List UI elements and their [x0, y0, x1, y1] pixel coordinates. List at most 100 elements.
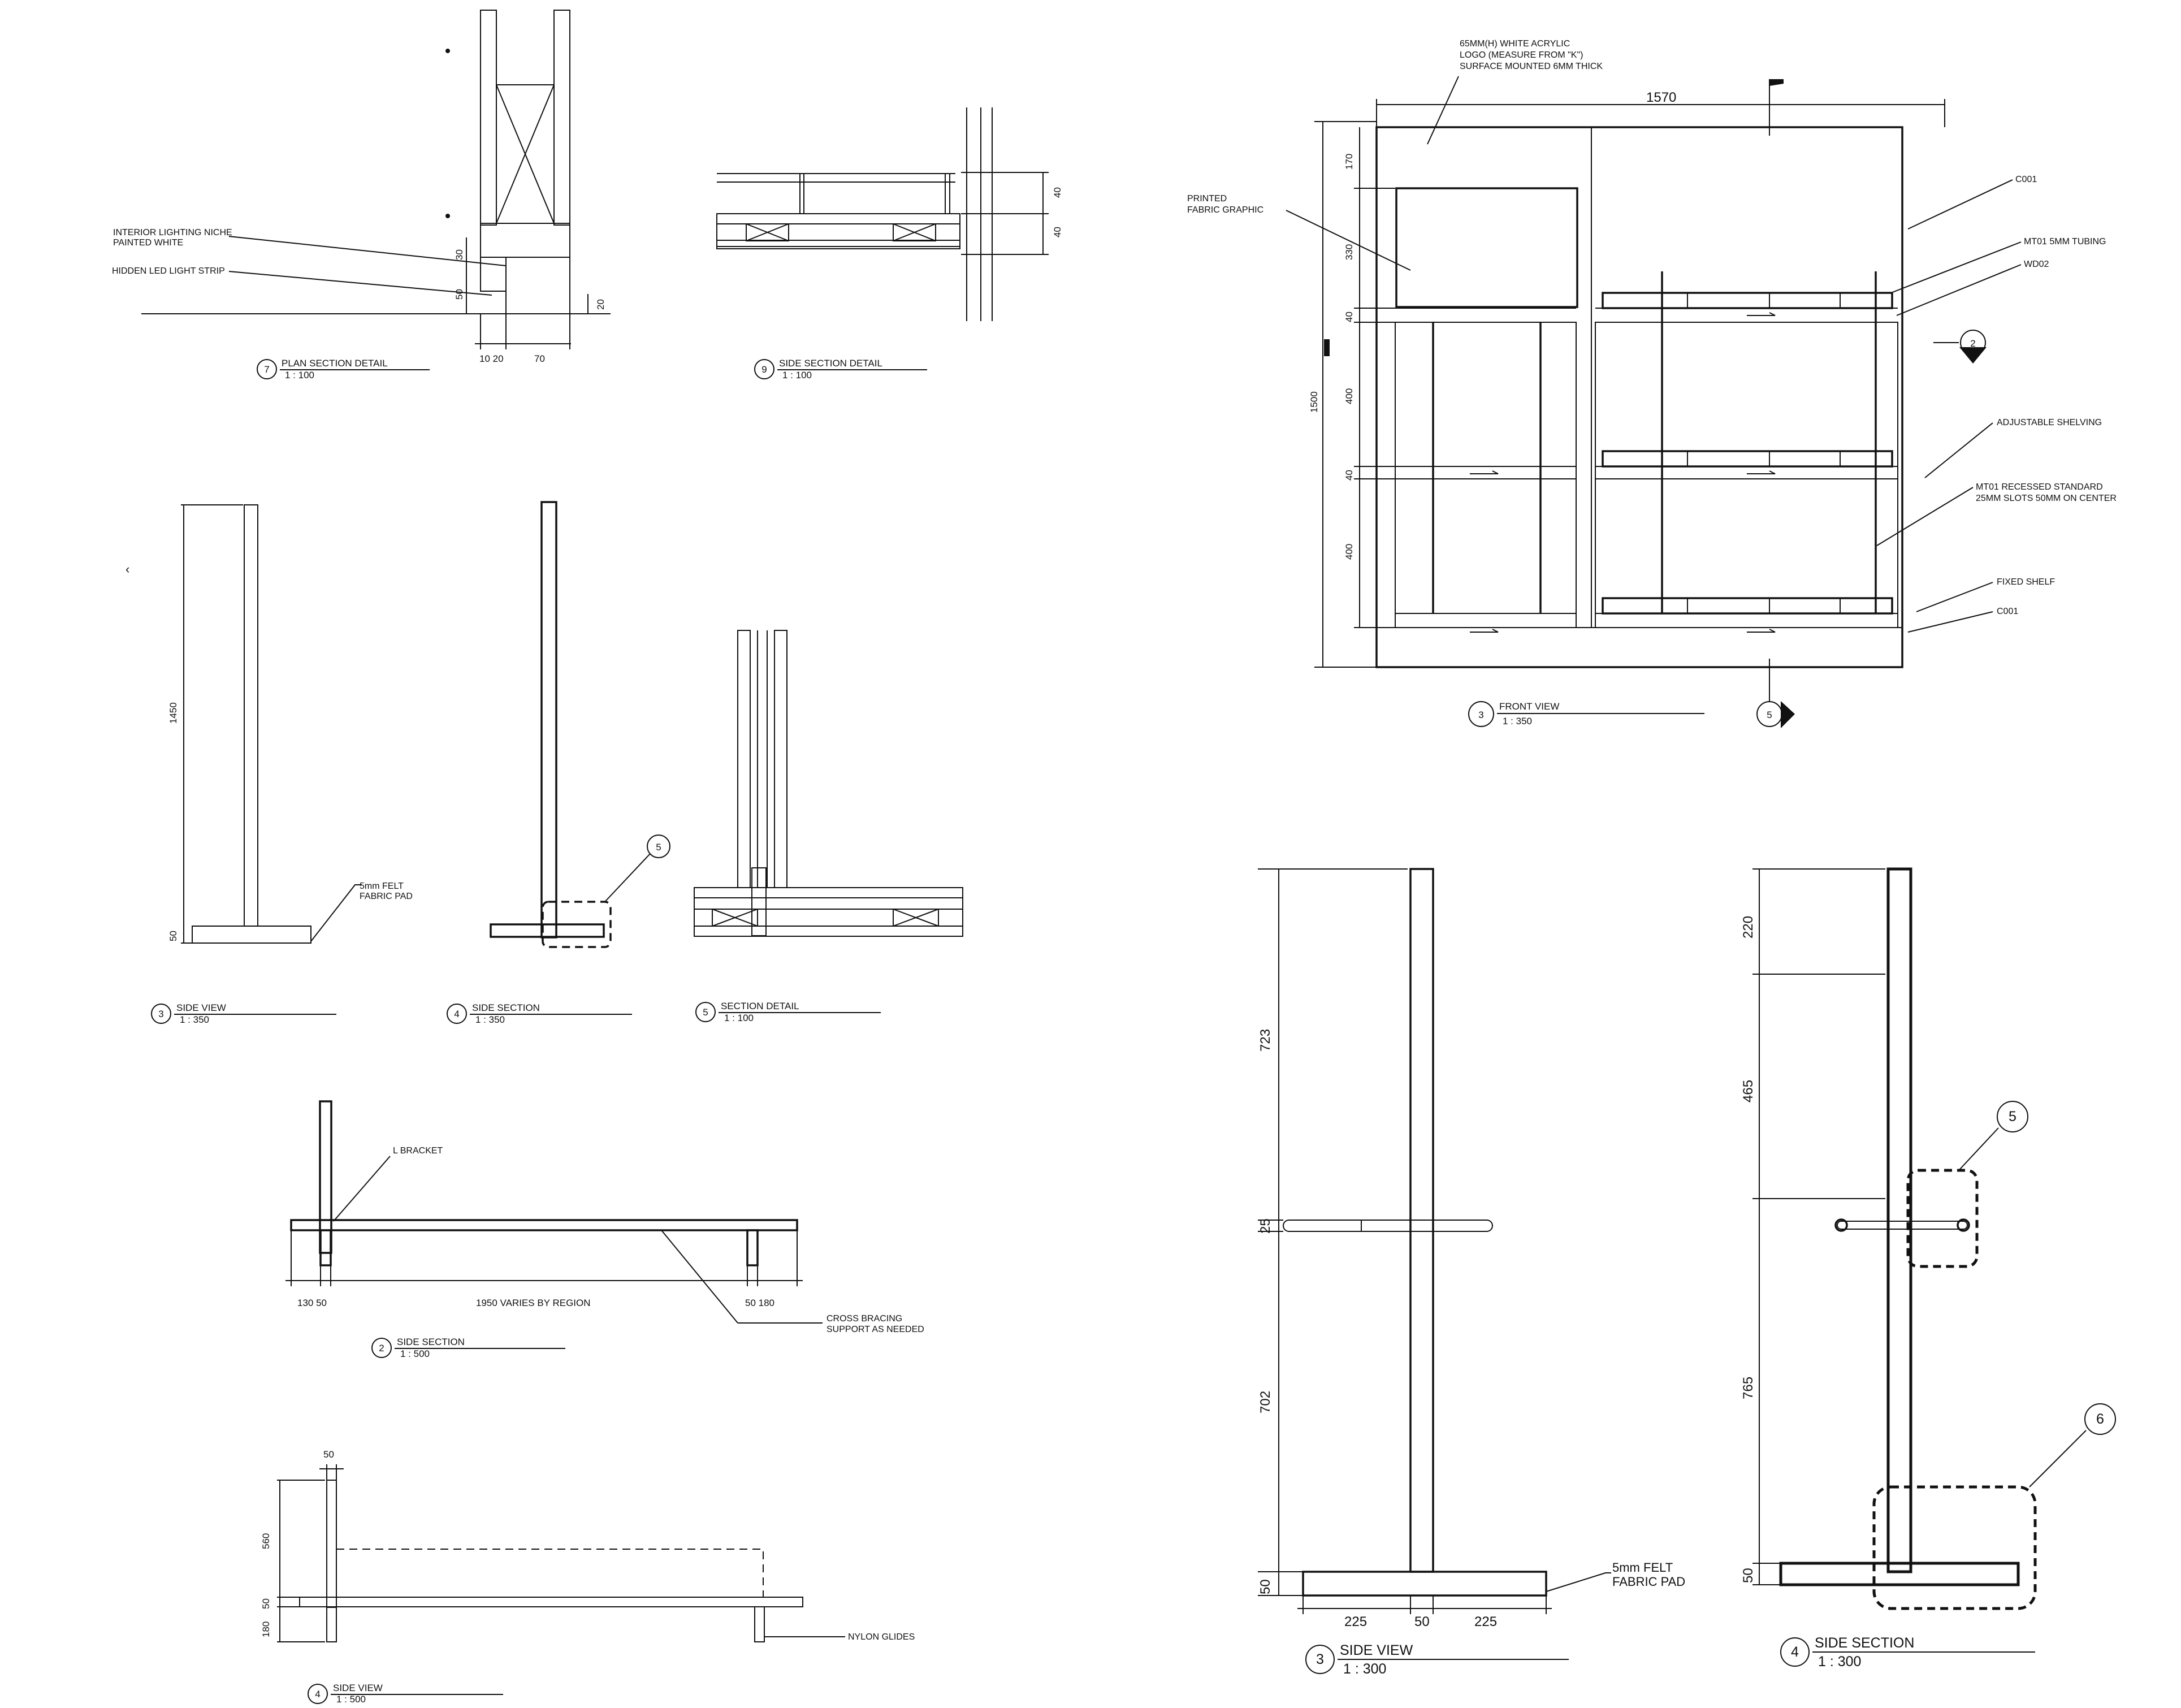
dim-225b: 225: [1474, 1614, 1497, 1629]
title-9-name: SIDE SECTION DETAIL: [779, 358, 882, 369]
label-wd02: WD02: [2024, 260, 2049, 269]
dim-30: 30: [454, 249, 465, 260]
section-detail-5: 5 SECTION DETAIL 1 : 100: [694, 630, 963, 1023]
label-felt-pad-large-1: 5mm FELT: [1612, 1560, 1673, 1575]
dim-10-20: 10 20: [479, 353, 504, 364]
plan-section-detail-7: INTERIOR LIGHTING NICHE PAINTED WHITE HI…: [112, 10, 611, 380]
dim-1450: 1450: [168, 702, 179, 724]
dim-2-right: 50 180: [745, 1298, 774, 1308]
side-view-3-large: 723 25 702 50 225 50 225 5mm FELT FABRIC…: [1258, 868, 1685, 1677]
dim-20-right: 20: [595, 299, 606, 310]
label-adjustable-shelving: ADJUSTABLE SHELVING: [1997, 418, 2102, 427]
title-5-scale: 1 : 100: [724, 1013, 754, 1023]
label-felt-pad-small-2: FABRIC PAD: [360, 892, 413, 901]
title-7-number: 7: [264, 364, 269, 375]
label-fabric-1: PRINTED: [1187, 194, 1227, 204]
label-felt-pad-small-1: 5mm FELT: [360, 881, 404, 891]
side-section-2: CROSS BRACING SUPPORT AS NEEDED L BRACKE…: [285, 1100, 924, 1359]
title-front-number: 3: [1478, 710, 1483, 720]
dim-front-40a: 40: [1344, 312, 1355, 322]
label-l-bracket: L BRACKET: [393, 1146, 443, 1156]
dim-2-left: 130 50: [297, 1298, 327, 1308]
dim-2-span: 1950 VARIES BY REGION: [476, 1298, 591, 1308]
side-section-4-small: 5 4 SIDE SECTION 1 : 350: [447, 501, 670, 1025]
title-9-scale: 1 : 100: [782, 370, 812, 380]
title-2-name: SIDE SECTION: [397, 1337, 465, 1347]
dim-170: 170: [1344, 154, 1355, 170]
dim-330: 330: [1344, 244, 1355, 260]
title-7-scale: 1 : 100: [285, 370, 314, 380]
title-4sv-name: SIDE VIEW: [333, 1683, 383, 1693]
dim-50: 50: [454, 289, 465, 300]
title-4s-name: SIDE SECTION: [472, 1002, 540, 1013]
dim-25: 25: [1258, 1218, 1273, 1234]
title-2-number: 2: [379, 1343, 384, 1354]
dim-9-40a: 40: [1052, 187, 1063, 198]
label-c001-top: C001: [2015, 175, 2037, 184]
label-mt01-tubing: MT01 5MM TUBING: [2024, 237, 2106, 247]
label-hidden-led: HIDDEN LED LIGHT STRIP: [112, 266, 225, 276]
title-2-scale: 1 : 500: [400, 1348, 430, 1359]
title-4s-scale: 1 : 350: [475, 1014, 505, 1025]
side-section-4-large: 5 6 220 465 765 50 4 SIDE SECTION 1 : 30…: [1741, 867, 2116, 1670]
title-3l-name: SIDE VIEW: [1340, 1642, 1413, 1658]
dim-1500: 1500: [1309, 391, 1319, 413]
dim-front-40b: 40: [1344, 470, 1355, 481]
label-c001-bottom: C001: [1997, 607, 2018, 616]
front-view-3: 1570 170 330 40 400 40 400 1500 65MM(H) …: [1187, 39, 2117, 728]
dim-9-40b: 40: [1052, 227, 1063, 237]
title-7-name: PLAN SECTION DETAIL: [282, 358, 388, 369]
title-3l-scale: 1 : 300: [1343, 1661, 1386, 1677]
dim-180: 180: [261, 1621, 271, 1637]
title-4l-number: 4: [1791, 1644, 1799, 1660]
dim-400b: 400: [1344, 544, 1355, 560]
dim-465: 465: [1741, 1080, 1756, 1102]
label-mt01-standard-2: 25MM SLOTS 50MM ON CENTER: [1976, 494, 2117, 503]
title-5-number: 5: [703, 1007, 708, 1018]
label-niche-line1: INTERIOR LIGHTING NICHE: [113, 228, 232, 237]
dim-702: 702: [1258, 1391, 1273, 1413]
title-4l-scale: 1 : 300: [1818, 1654, 1861, 1670]
label-nylon-glides: NYLON GLIDES: [848, 1632, 915, 1642]
label-cross-bracing-2: SUPPORT AS NEEDED: [826, 1325, 924, 1334]
label-fabric-2: FABRIC GRAPHIC: [1187, 205, 1263, 215]
title-3s-number: 3: [158, 1009, 163, 1019]
dim-1570: 1570: [1646, 90, 1676, 105]
label-niche-line2: PAINTED WHITE: [113, 238, 183, 248]
dim-4-50-top: 50: [323, 1449, 334, 1460]
title-4sv-scale: 1 : 500: [336, 1694, 366, 1705]
dim-400a: 400: [1344, 388, 1355, 404]
title-4s-number: 4: [454, 1009, 459, 1019]
title-4sv-number: 4: [315, 1689, 320, 1700]
title-5-name: SECTION DETAIL: [721, 1001, 799, 1011]
side-section-detail-9: 40 40 9 SIDE SECTION DETAIL 1 : 100: [716, 107, 1063, 380]
title-3l-number: 3: [1316, 1651, 1324, 1667]
dim-4l-50: 50: [1741, 1568, 1756, 1583]
label-fixed-shelf: FIXED SHELF: [1997, 577, 2055, 587]
title-front-scale: 1 : 350: [1503, 716, 1532, 727]
dim-220: 220: [1741, 916, 1756, 939]
dim-560: 560: [261, 1533, 271, 1549]
label-felt-pad-large-2: FABRIC PAD: [1612, 1575, 1685, 1589]
title-3s-scale: 1 : 350: [180, 1014, 209, 1025]
side-view-4: 50 560 50 180 NYLON GLIDES 4 SIDE VIEW 1…: [261, 1449, 915, 1705]
dim-70: 70: [534, 353, 545, 364]
dim-3l-50b: 50: [1414, 1614, 1430, 1629]
title-9-number: 9: [761, 364, 767, 375]
callout-6-large: 6: [2096, 1411, 2104, 1427]
dim-3l-50: 50: [1258, 1579, 1273, 1594]
dim-765: 765: [1741, 1377, 1756, 1399]
left-edge-mark: ‹: [126, 562, 129, 576]
callout-5-large: 5: [2009, 1109, 2016, 1125]
label-mt01-standard-1: MT01 RECESSED STANDARD: [1976, 482, 2103, 492]
dim-225a: 225: [1344, 1614, 1367, 1629]
title-3s-name: SIDE VIEW: [176, 1002, 226, 1013]
marker-2: 2: [1970, 338, 1975, 349]
label-logo-1: 65MM(H) WHITE ACRYLIC: [1460, 39, 1570, 49]
label-logo-3: SURFACE MOUNTED 6MM THICK: [1460, 62, 1603, 71]
dim-723: 723: [1258, 1029, 1273, 1052]
label-cross-bracing-1: CROSS BRACING: [826, 1314, 902, 1324]
dim-4-50: 50: [261, 1598, 271, 1609]
